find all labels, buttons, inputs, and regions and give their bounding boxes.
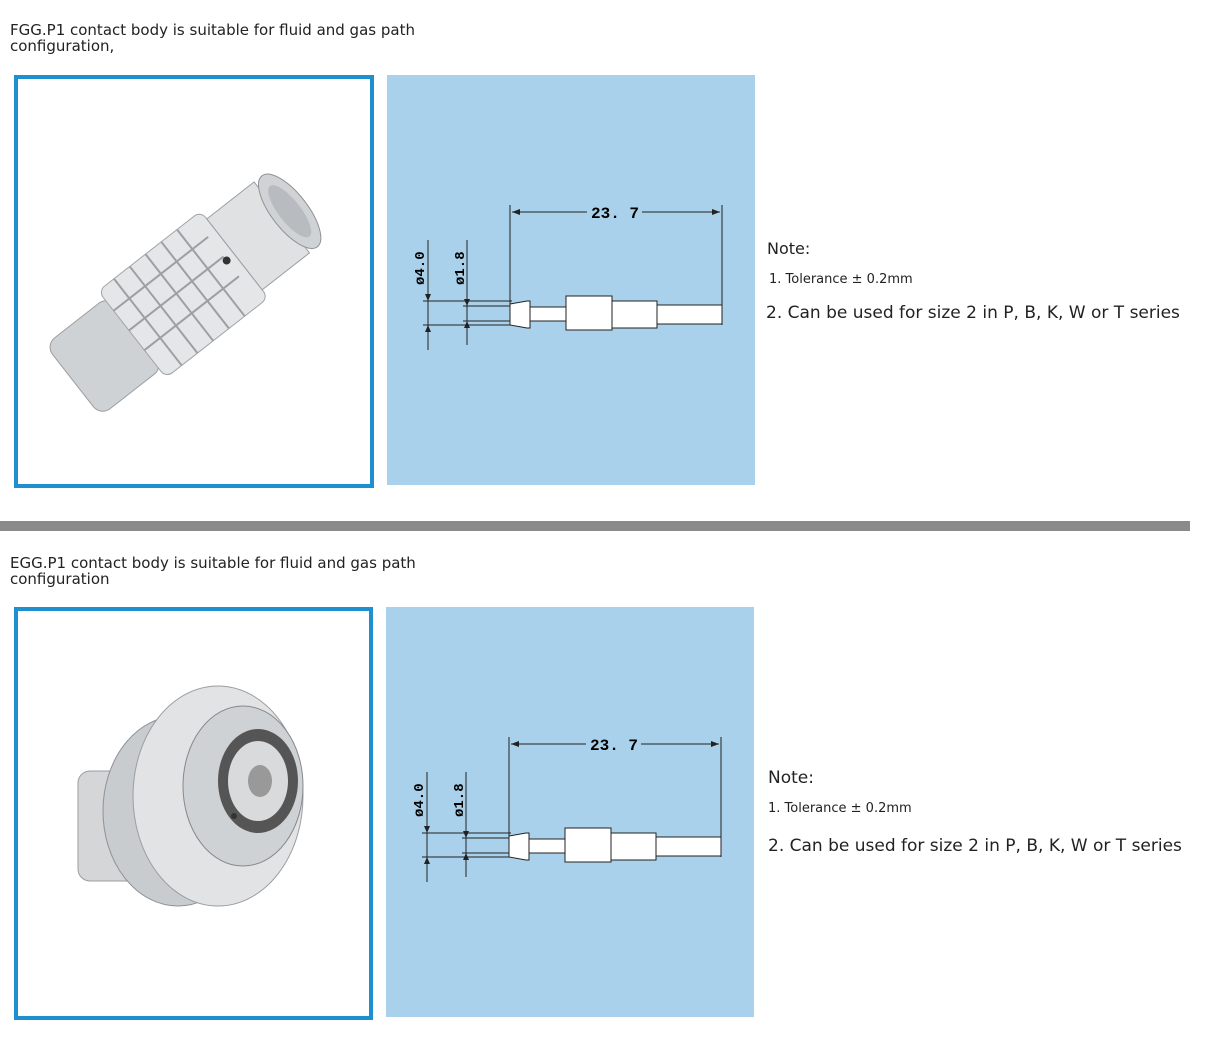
outer-diameter-dimension: ø4.0 [413, 251, 429, 285]
note-item: 2. Can be used for size 2 in P, B, K, W … [766, 303, 1180, 323]
note-heading: Note: [768, 768, 814, 788]
note-item: 2. Can be used for size 2 in P, B, K, W … [768, 836, 1182, 856]
outer-diameter-dimension: ø4.0 [412, 783, 428, 817]
contact-dimension-drawing: 23. 7 ø4.0 ø1.8 [412, 737, 722, 882]
section-divider [0, 521, 1190, 531]
note-item: 1. Tolerance ± 0.2mm [768, 801, 912, 816]
length-dimension: 23. 7 [590, 737, 638, 755]
contact-dimension-drawing: 23. 7 ø4.0 ø1.8 [413, 205, 723, 350]
length-dimension: 23. 7 [591, 205, 639, 223]
section-title: EGG.P1 contact body is suitable for flui… [10, 554, 416, 588]
product-image-frame [14, 75, 374, 488]
egg-connector-image [77, 685, 304, 907]
section-title: FGG.P1 contact body is suitable for flui… [10, 21, 415, 55]
note-heading: Note: [767, 239, 811, 258]
dimension-drawing-panel: 23. 7 ø4.0 ø1.8 [386, 607, 754, 1017]
dimension-drawing-panel: 23. 7 ø4.0 ø1.8 [387, 75, 755, 485]
note-item: 1. Tolerance ± 0.2mm [769, 272, 913, 287]
product-image-frame [14, 607, 373, 1020]
fgg-connector-image [49, 173, 322, 412]
inner-diameter-dimension: ø1.8 [452, 783, 468, 817]
inner-diameter-dimension: ø1.8 [453, 251, 469, 285]
